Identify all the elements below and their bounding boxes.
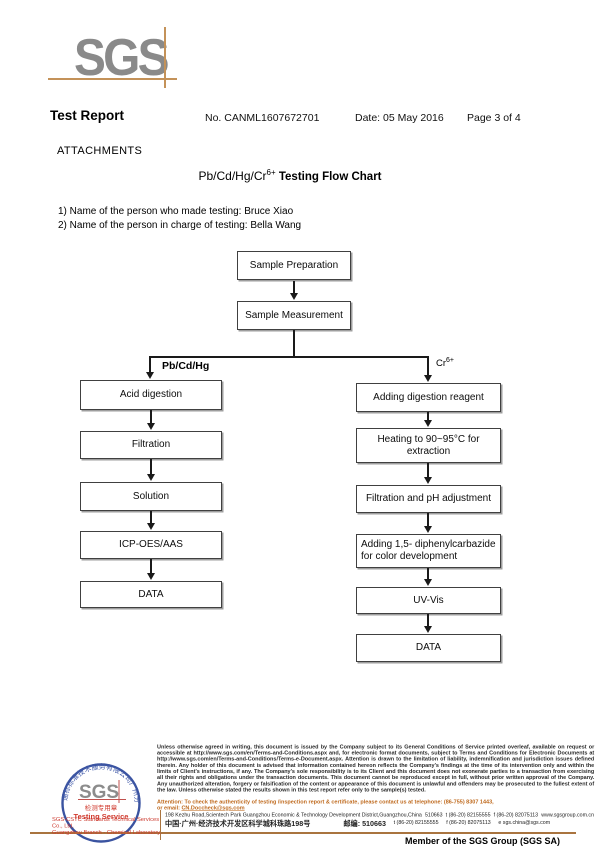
flow-node-label: DATA	[415, 642, 442, 653]
telephone-cn-line: t (86-20) 82155555	[393, 819, 439, 826]
flow-node-sample-measurement: Sample Measurement	[237, 301, 351, 330]
postcode-en: 510663	[424, 811, 443, 819]
page-indicator: Page 3 of 4	[467, 112, 521, 124]
flow-node-data-left: DATA	[80, 581, 222, 608]
lab-company-name: SGS-CSTC Standards Technical Services Co…	[52, 816, 169, 836]
address-en: 198 Kezhu Road,Scientech Park Guangzhou …	[165, 811, 422, 819]
address-cn: 中国·广州·经济技术开发区科学城科珠路198号	[165, 819, 311, 828]
note-tester: 1) Name of the person who made testing: …	[58, 206, 294, 217]
flow-node-label: extraction	[406, 445, 451, 457]
fax: f (86-20) 82075113	[493, 811, 539, 819]
lab-company-line2: Guangzhou Branch - Chemical Laboratory.	[52, 829, 162, 836]
email-cn-line: e sgs.china@sgs.com	[498, 819, 551, 826]
flow-chart-title-base: Pb/Cd/Hg/Cr	[198, 169, 267, 183]
flow-node-acid-digestion: Acid digestion	[80, 380, 222, 410]
attention-line2: or email: CN.Doccheck@sgs.com	[157, 805, 594, 811]
flow-node-label: Sample Measurement	[245, 309, 343, 321]
arrow-down-icon	[146, 410, 155, 430]
note-in-charge: 2) Name of the person in charge of testi…	[58, 219, 302, 231]
flow-chart-title: Pb/Cd/Hg/Cr6+ Testing Flow Chart	[90, 168, 490, 183]
flow-chart-title-sup: 6+	[266, 168, 276, 177]
flow-node-label: DATA	[138, 588, 164, 600]
report-number: No. CANML1607672701	[205, 112, 320, 124]
address-divider-line	[160, 810, 161, 840]
flow-node-label: Solution	[132, 490, 170, 502]
page-title: Test Report	[50, 108, 125, 123]
postcode-cn: 邮编: 510663	[343, 819, 386, 828]
attention-email-prefix: or email:	[157, 805, 182, 812]
flow-node-label: Heating to 90~95°C for	[377, 433, 480, 445]
sgs-logo: SGS	[74, 29, 170, 87]
member-of-sgs-group: Member of the SGS Group (SGS SA)	[405, 836, 561, 846]
branch-label-sup: 6+	[446, 357, 455, 364]
fax-cn-line: f (86-20) 82075113	[446, 819, 491, 826]
legal-terms-text: Unless otherwise agreed in writing, this…	[157, 744, 595, 794]
branch-label-base: Cr	[436, 358, 447, 370]
arrow-down-icon	[423, 356, 432, 382]
flow-node-label: Filtration	[131, 439, 171, 450]
attention-line1: Attention: To check the authenticity of …	[157, 799, 494, 806]
arrow-down-icon	[289, 281, 298, 300]
address-block: 198 Kezhu Road,Scientech Park Guangzhou …	[165, 811, 594, 828]
flow-node-label: Sample Preparation	[249, 259, 339, 271]
website: www.sgsgroup.com.cn	[541, 811, 595, 819]
svg-text:检测专用章: 检测专用章	[85, 803, 118, 812]
branch-label-pb-cd-hg: Pb/Cd/Hg	[162, 360, 210, 372]
flow-node-label: Acid digestion	[119, 389, 183, 400]
flow-node-solution: Solution	[80, 482, 222, 511]
arrow-down-icon	[146, 459, 155, 481]
svg-text:SGS: SGS	[79, 782, 119, 803]
attention-notice: Attention: To check the authenticity of …	[157, 799, 594, 811]
arrow-down-icon	[145, 356, 154, 379]
report-date: Date: 05 May 2016	[355, 112, 444, 124]
footer-rule-line	[30, 832, 576, 834]
flow-node-label: Adding 1,5- diphenylcarbazide	[361, 539, 496, 550]
arrow-down-icon	[423, 568, 432, 586]
address-line-en: 198 Kezhu Road,Scientech Park Guangzhou …	[165, 811, 594, 819]
flow-chart-title-rest: Testing Flow Chart	[275, 171, 382, 183]
lab-company-line1: SGS-CSTC Standards Technical Services Co…	[52, 816, 160, 830]
attachments-heading: ATTACHMENTS	[57, 145, 143, 157]
arrow-down-icon	[423, 463, 432, 484]
flow-node-diphenylcarbazide: Adding 1,5- diphenylcarbazide for color …	[356, 534, 501, 568]
flow-node-sample-preparation: Sample Preparation	[237, 251, 351, 280]
attention-email: CN.Doccheck@sgs.com	[181, 805, 245, 812]
telephone: t (86-20) 82155555	[445, 811, 491, 819]
arrow-down-icon	[423, 412, 432, 427]
flow-node-label: ICP-OES/AAS	[119, 539, 183, 550]
flow-node-label: for color development	[361, 551, 458, 562]
flow-node-filtration-ph-adjustment: Filtration and pH adjustment	[356, 485, 501, 513]
logo-horizontal-line	[48, 78, 177, 80]
svg-text:Testing Service: Testing Service	[74, 812, 129, 821]
branch-label-cr6: Cr6+	[436, 357, 454, 369]
branch-split-line	[149, 356, 429, 358]
flow-node-label: Filtration and pH adjustment	[365, 493, 492, 504]
logo-vertical-line	[164, 27, 166, 88]
flow-node-label: UV-Vis	[413, 594, 444, 606]
flow-node-data-right: DATA	[356, 634, 501, 662]
flow-node-filtration: Filtration	[80, 431, 222, 459]
flow-node-adding-digestion-reagent: Adding digestion reagent	[356, 383, 501, 412]
sgs-testing-service-stamp-icon: 通标标准技术服务有限公司广州分公司 SGS 检测专用章 Testing Serv…	[58, 762, 142, 843]
connector-line	[293, 330, 295, 357]
arrow-down-icon	[423, 614, 432, 633]
tester-notes: 1) Name of the person who made testing: …	[58, 205, 301, 232]
arrow-down-icon	[423, 513, 432, 533]
address-line-cn: 中国·广州·经济技术开发区科学城科珠路198号 邮编: 510663 t (86…	[165, 819, 594, 827]
flow-node-label: Adding digestion reagent	[373, 391, 484, 403]
flow-node-uv-vis: UV-Vis	[356, 587, 501, 614]
flow-node-icp-oes-aas: ICP-OES/AAS	[80, 531, 222, 559]
flow-node-heating-extraction: Heating to 90~95°C for extraction	[356, 428, 501, 463]
arrow-down-icon	[146, 511, 155, 530]
arrow-down-icon	[146, 559, 155, 580]
